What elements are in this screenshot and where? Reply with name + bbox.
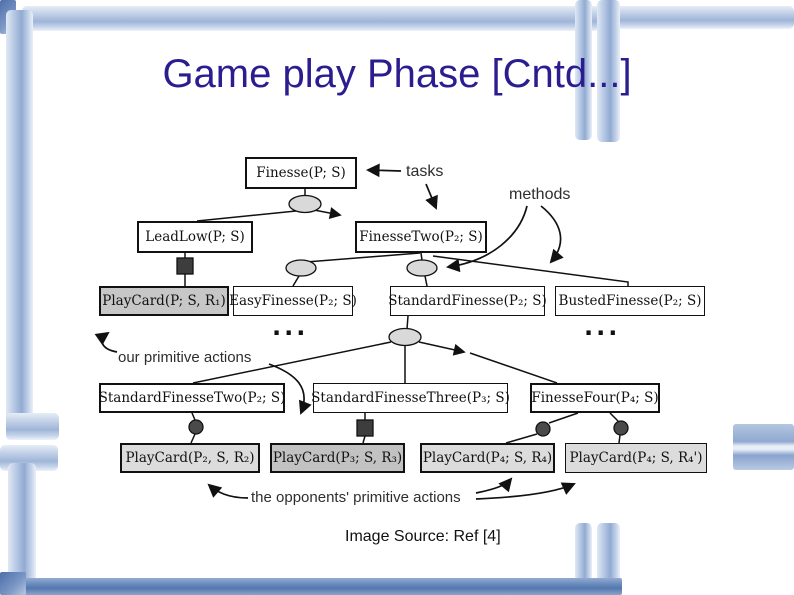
image-source-caption: Image Source: Ref [4]: [345, 528, 501, 545]
ellipsis-left: ...: [272, 313, 309, 341]
edge-dotL-playcard4: [505, 433, 538, 444]
edge-dot-playcard2: [190, 433, 196, 444]
frame-bottom-band: [0, 578, 622, 595]
node-standardfinesse-label: StandardFinesse(P₂; S): [388, 293, 547, 309]
node-sfthree: StandardFinesseThree(P₃; S): [311, 383, 510, 413]
edge-sftwo-dot: [191, 412, 196, 421]
edge-finessefour-dotR: [609, 412, 619, 422]
arrow-oppprim-playcard4p: [475, 482, 576, 500]
edge-finessetwo-bustedfinesse: [432, 255, 629, 287]
dot-connector-ffour-left: [535, 421, 551, 437]
node-playcard4: PlayCard(P₄; S, R₄): [420, 443, 555, 473]
edge-finessetwo-ellipseB: [305, 252, 421, 263]
edge-finessefour-dotL: [548, 412, 579, 424]
label-methods: methods: [509, 186, 571, 203]
edge-square-playcard3: [362, 435, 366, 444]
edge-ellipseC-standardfinesse: [424, 275, 428, 287]
node-easyfinesse: EasyFinesse(P₂; S): [229, 286, 357, 316]
tree-edges: [184, 189, 629, 444]
edge-ellipseB-easyfinesse: [292, 275, 300, 287]
node-easyfinesse-label: EasyFinesse(P₂; S): [229, 293, 357, 309]
arrow-tasks-finesse: [365, 163, 402, 178]
node-playcard3: PlayCard(P₃; S, R₃): [270, 443, 405, 473]
node-finessefour: FinesseFour(P₄; S): [530, 383, 660, 413]
method-ellipse-finesse: [288, 194, 322, 214]
frame-top-band-right: [608, 6, 794, 29]
arrow-ourprim-playcard1: [94, 331, 118, 353]
arrow-oppprim-playcard2: [207, 483, 249, 499]
annotation-arrows: [94, 163, 576, 500]
edge-ellipseD-order-arrow: [418, 341, 466, 356]
edge-ellipseD-finessefour: [469, 352, 558, 384]
node-finesse: Finesse(P; S): [245, 157, 357, 189]
node-playcard2: PlayCard(P₂, S, R₂): [120, 443, 260, 473]
node-finessefour-label: FinesseFour(P₄; S): [531, 390, 659, 406]
arrow-methods-bustededge: [540, 205, 564, 264]
node-leadlow: LeadLow(P; S): [137, 221, 253, 253]
frame-left-stripe: [6, 10, 33, 440]
node-playcard3-label: PlayCard(P₃; S, R₃): [272, 450, 403, 466]
node-leadlow-label: LeadLow(P; S): [145, 229, 245, 245]
label-tasks: tasks: [406, 163, 444, 180]
edge-standardfinesse-ellipseD: [406, 315, 409, 330]
frame-right-band-piece: [733, 424, 794, 470]
ellipsis-right: ...: [584, 313, 621, 341]
node-finesse-label: Finesse(P; S): [256, 165, 346, 181]
frame-right-stripe-lower-b: [597, 523, 620, 595]
arrow-methods-ellipseC: [445, 205, 528, 273]
label-opponents-primitive-actions: the opponents' primitive actions: [251, 489, 461, 506]
edge-ellipse-leadlow: [196, 210, 297, 222]
frame-bottom-left-accent: [0, 572, 26, 595]
frame-right-stripe-upper-b: [597, 0, 620, 142]
square-connector-sfthree: [356, 419, 374, 437]
node-playcard2-label: PlayCard(P₂, S, R₂): [125, 450, 255, 466]
edge-dotR-playcard4p: [618, 434, 621, 444]
method-ellipse-standardfinesse: [388, 327, 422, 347]
dot-connector-sftwo: [188, 419, 204, 435]
dot-connector-ffour-right: [613, 420, 629, 436]
node-finessetwo-label: FinesseTwo(P₂; S): [359, 229, 483, 245]
method-ellipse-standard: [406, 259, 438, 277]
node-playcard4-label: PlayCard(P₄; S, R₄): [422, 450, 553, 466]
node-playcard1-label: PlayCard(P; S, R₁): [102, 293, 226, 309]
node-sftwo: StandardFinesseTwo(P₂; S): [99, 383, 285, 413]
arrow-tasks-finessetwo: [425, 183, 438, 210]
arrow-oppprim-playcard4: [475, 477, 513, 494]
frame-right-stripe-upper-a: [575, 0, 592, 140]
method-connectors: [176, 194, 629, 437]
slide-title: Game play Phase [Cntd...]: [162, 52, 632, 96]
node-standardfinesse: StandardFinesse(P₂; S): [388, 286, 547, 316]
edge-ellipse-finessetwo-arrow: [313, 207, 342, 219]
frame-left-elbow: [6, 413, 59, 440]
node-bustedfinesse: BustedFinesse(P₂; S): [555, 286, 705, 316]
frame-right-stripe-lower-a: [575, 523, 592, 595]
frame-top-band: [22, 6, 600, 31]
node-playcard4p: PlayCard(P₄; S, R₄'): [565, 443, 707, 473]
square-connector-leadlow: [176, 257, 194, 275]
node-finessetwo: FinesseTwo(P₂; S): [355, 221, 487, 253]
node-playcard1: PlayCard(P; S, R₁): [99, 286, 229, 316]
edge-ellipseD-sftwo: [192, 341, 392, 384]
edge-finessetwo-ellipseC: [420, 252, 423, 261]
node-sftwo-label: StandardFinesseTwo(P₂; S): [98, 390, 286, 406]
node-bustedfinesse-label: BustedFinesse(P₂; S): [558, 293, 702, 309]
method-ellipse-easy: [285, 259, 317, 277]
label-our-primitive-actions: our primitive actions: [118, 349, 252, 366]
node-playcard4p-label: PlayCard(P₄; S, R₄'): [569, 450, 703, 466]
node-sfthree-label: StandardFinesseThree(P₃; S): [311, 390, 510, 406]
arrow-ourprim-right: [268, 363, 312, 415]
